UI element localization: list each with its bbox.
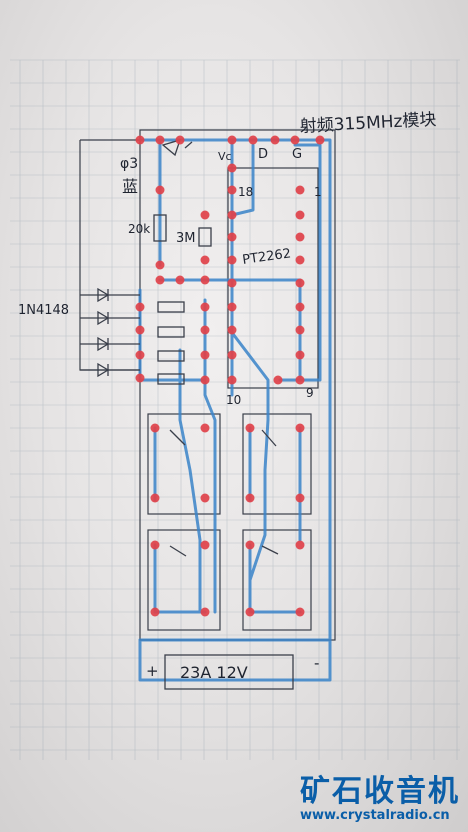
solder-pad — [248, 135, 258, 145]
solder-pad — [270, 135, 280, 145]
chip-pin-1: 1 — [314, 185, 322, 199]
solder-pad — [227, 255, 237, 265]
osc-resistor-label: 3M — [176, 231, 196, 246]
pin-d: D — [258, 147, 268, 162]
solder-pad — [295, 540, 305, 550]
solder-pad — [295, 185, 305, 195]
solder-pad — [295, 232, 305, 242]
pencil-components — [80, 139, 294, 690]
solder-pad — [200, 423, 210, 433]
solder-pad — [227, 185, 237, 195]
battery-minus: - — [314, 654, 319, 672]
solder-pad — [135, 302, 145, 312]
solder-pad — [295, 607, 305, 617]
solder-pad — [200, 325, 210, 335]
led-label-a: φ3 — [120, 156, 138, 172]
chip-pin-18: 18 — [238, 185, 253, 199]
solder-pad — [150, 540, 160, 550]
solder-pad — [200, 255, 210, 265]
solder-pad — [245, 540, 255, 550]
solder-pad — [135, 135, 145, 145]
solder-pad — [135, 350, 145, 360]
solder-pad — [295, 350, 305, 360]
chip-pin-10: 10 — [226, 393, 241, 407]
solder-pad — [227, 210, 237, 220]
solder-pad — [155, 135, 165, 145]
solder-pad — [135, 325, 145, 335]
solder-pad — [245, 493, 255, 503]
solder-pad — [295, 423, 305, 433]
solder-pad — [295, 255, 305, 265]
solder-pad — [315, 135, 325, 145]
solder-pad — [150, 493, 160, 503]
module-note: 射频315MHz模块 — [299, 110, 437, 137]
board-outline — [79, 129, 336, 641]
solder-pad — [227, 135, 237, 145]
solder-pad — [155, 275, 165, 285]
solder-pad — [295, 278, 305, 288]
solder-pad — [273, 375, 283, 385]
pin-vc: Vc — [218, 150, 232, 163]
solder-pad — [295, 325, 305, 335]
diode-label: 1N4148 — [18, 303, 69, 318]
solder-pad — [245, 607, 255, 617]
solder-pad — [155, 260, 165, 270]
solder-pad — [227, 278, 237, 288]
solder-pad — [200, 540, 210, 550]
solder-pad — [175, 275, 185, 285]
solder-pad — [150, 607, 160, 617]
solder-pad — [295, 302, 305, 312]
solder-pad — [295, 493, 305, 503]
grid-paper — [10, 59, 460, 760]
chip-label: PT2262 — [241, 246, 291, 268]
solder-pad — [155, 185, 165, 195]
solder-pad — [200, 493, 210, 503]
solder-pad — [200, 375, 210, 385]
solder-pad — [200, 302, 210, 312]
watermark-url: www.crystalradio.cn — [300, 808, 450, 823]
pin-g: G — [292, 147, 302, 162]
watermark-brand: 矿石收音机 — [300, 774, 460, 809]
solder-pad — [135, 373, 145, 383]
solder-pad — [295, 210, 305, 220]
solder-pad — [200, 275, 210, 285]
solder-pad — [227, 325, 237, 335]
solder-pad — [227, 350, 237, 360]
solder-pad — [200, 350, 210, 360]
solder-pad — [290, 135, 300, 145]
solder-pad — [227, 302, 237, 312]
solder-pad — [295, 375, 305, 385]
battery-plus: + — [146, 662, 159, 680]
resistor-label: 20k — [128, 222, 150, 236]
solder-pad — [227, 232, 237, 242]
led-label-b: 蓝 — [122, 177, 138, 196]
solder-pad — [245, 423, 255, 433]
solder-pads — [135, 135, 325, 617]
solder-pad — [227, 163, 237, 173]
solder-pad — [227, 375, 237, 385]
chip-pin-9: 9 — [306, 386, 314, 400]
solder-pad — [200, 607, 210, 617]
solder-pad — [150, 423, 160, 433]
solder-pad — [175, 135, 185, 145]
solder-pad — [200, 210, 210, 220]
battery-label: 23A 12V — [180, 663, 248, 682]
